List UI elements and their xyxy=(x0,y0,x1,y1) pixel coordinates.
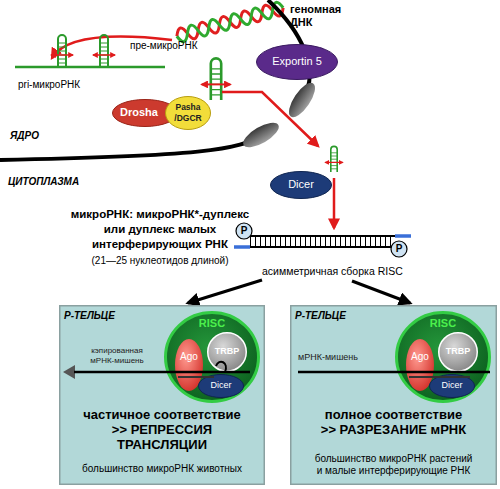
compartment-box: Р-ТЕЛЬЦЕ мРНК-мишень полное соответствие >… xyxy=(290,305,497,485)
protein-circle-fill xyxy=(439,333,478,372)
hairpin xyxy=(51,35,73,67)
dna-strand xyxy=(175,1,285,43)
hairpin xyxy=(325,146,343,172)
complex-ellipse: RISC Ago TRBP Dicer xyxy=(395,311,491,403)
molecule-description: микроРНК: микроРНК*-дуплекс или дуплекс … xyxy=(62,207,258,252)
hairpin xyxy=(93,35,115,67)
enzyme-name: Dicer xyxy=(429,380,475,391)
nuclear-pore xyxy=(284,79,320,121)
transporter-ellipse-fill xyxy=(257,45,338,80)
branch-arrow xyxy=(352,281,410,303)
enzyme-ellipse-fill xyxy=(271,172,332,199)
outcome-text: полное соответствие >> РАЗРЕЗАНИЕ мРНК xyxy=(318,407,470,437)
rna-strand xyxy=(15,66,165,69)
protein-circle-fill xyxy=(208,333,247,372)
box-title: Р-ТЕЛЬЦЕ xyxy=(295,310,405,322)
mrna-strand xyxy=(298,371,490,374)
complex-name: RISC xyxy=(395,317,491,330)
processing-arrow xyxy=(333,178,336,228)
overhang xyxy=(395,234,411,238)
complex-ellipse: RISC Ago TRBP Dicer xyxy=(164,311,260,403)
enzyme-ellipse-fill xyxy=(199,375,244,398)
phosphate-circle xyxy=(391,241,407,257)
transporter-name: Exportin 5 xyxy=(256,55,338,68)
molecule-label: pri-микроРНК xyxy=(18,79,108,91)
protein-circle: TRBP xyxy=(207,332,247,372)
target-label: кэпированная мРНК-мишень xyxy=(81,346,153,366)
outcome-text: частичное соответствие >> РЕПРЕССИЯ ТРАН… xyxy=(77,407,247,452)
enzyme-ellipse: Dicer xyxy=(198,374,244,398)
nuclear-pore xyxy=(240,118,283,152)
note-text: большинство микроРНК растений и малые ин… xyxy=(313,453,475,477)
protein-name: TRBP xyxy=(438,346,478,357)
complex-name: RISC xyxy=(164,317,260,330)
protein-name: TRBP xyxy=(207,346,247,357)
enzyme-name: Drosha xyxy=(112,106,166,119)
step-label: асимметричная сборка RISC xyxy=(262,265,432,278)
mrna-strand xyxy=(74,371,250,374)
molecule-label: пре-микроРНК xyxy=(130,40,210,52)
hairpin xyxy=(202,58,231,100)
protein-circle: TRBP xyxy=(438,332,478,372)
duplex-strands xyxy=(250,236,395,247)
protein-name: Pasha /DGCR xyxy=(165,102,211,124)
enzyme-ellipse: Dicer xyxy=(270,171,332,199)
compartment-box-fill xyxy=(291,306,497,485)
mrna-loop xyxy=(216,362,226,372)
box-title: Р-ТЕЛЬЦЕ xyxy=(64,310,174,322)
enzyme-ellipse-fill xyxy=(430,375,475,398)
protein-name: Ago xyxy=(175,351,203,363)
mirna-strand xyxy=(178,376,214,378)
duplex-rungs xyxy=(250,236,395,247)
protein-name: Ago xyxy=(406,351,434,363)
export-arrow xyxy=(222,92,318,146)
molecule-label: геномная ДНК xyxy=(290,3,354,29)
phosphate-circle xyxy=(236,223,252,239)
nuclear-envelope xyxy=(0,135,262,160)
compartment-label: ЦИТОПЛАЗМА xyxy=(8,176,108,188)
compartment-box-fill xyxy=(60,306,265,485)
target-label: мРНК-мишень xyxy=(298,352,378,363)
mrna-cap xyxy=(63,365,75,379)
enzyme-name: Dicer xyxy=(198,380,244,391)
dna-strand xyxy=(175,1,285,43)
compartment-box: Р-ТЕЛЬЦЕ кэпированная мРНК-мишень частично… xyxy=(59,305,265,485)
branch-arrow xyxy=(188,280,262,303)
length-note: (21—25 нуклеотидов длиной) xyxy=(60,255,260,267)
overhang xyxy=(234,245,250,249)
mirna-strand xyxy=(409,376,470,378)
enzyme-ellipse: Dicer xyxy=(429,374,475,398)
note-text: большинство микроРНК животных xyxy=(64,463,260,475)
transporter-ellipse: Exportin 5 xyxy=(256,44,338,80)
compartment-label: ЯДРО xyxy=(10,130,70,142)
enzyme-name: Dicer xyxy=(270,178,332,191)
protein-ellipse: Pasha /DGCR xyxy=(165,96,211,130)
protein-ellipse-fill xyxy=(166,97,211,130)
